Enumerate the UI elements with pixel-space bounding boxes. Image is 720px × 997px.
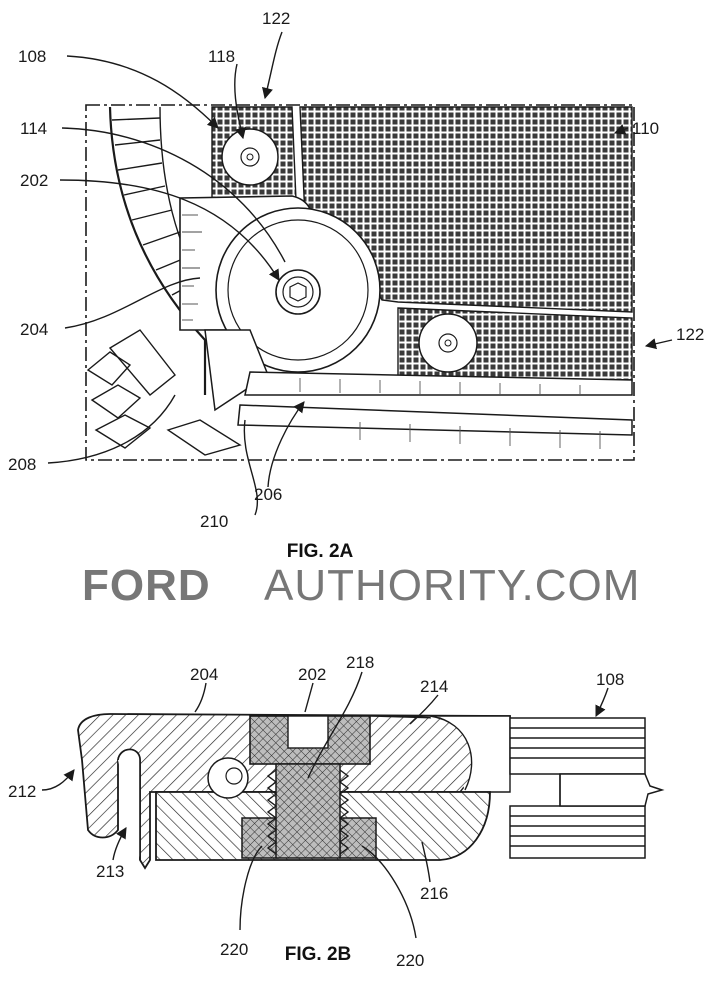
watermark-brand: FORD bbox=[82, 561, 211, 610]
label-114: 114 bbox=[20, 119, 47, 138]
label-2b-214: 214 bbox=[420, 677, 448, 696]
caption-fig-2a: FIG. 2A bbox=[287, 541, 354, 562]
grommet-118 bbox=[222, 129, 278, 185]
label-2b-213: 213 bbox=[96, 862, 124, 881]
label-118: 118 bbox=[208, 47, 235, 66]
label-2b-108: 108 bbox=[596, 670, 624, 689]
grommet-lower bbox=[419, 314, 477, 372]
label-2b-216: 216 bbox=[420, 884, 448, 903]
rail-208 bbox=[238, 405, 632, 435]
label-122-right: 122 bbox=[676, 325, 704, 344]
label-204: 204 bbox=[20, 320, 48, 339]
label-210: 210 bbox=[200, 512, 228, 531]
caption-fig-2b: FIG. 2B bbox=[285, 944, 352, 965]
watermark-domain: AUTHORITY.COM bbox=[264, 561, 640, 610]
label-206: 206 bbox=[254, 485, 282, 504]
label-202: 202 bbox=[20, 171, 48, 190]
washer bbox=[208, 758, 248, 798]
label-208: 208 bbox=[8, 455, 36, 474]
label-108: 108 bbox=[18, 47, 46, 66]
label-110: 110 bbox=[632, 119, 659, 138]
label-122-top: 122 bbox=[262, 9, 290, 28]
hex-socket bbox=[290, 283, 306, 301]
label-2b-220-right: 220 bbox=[396, 951, 424, 970]
label-2b-220-left: 220 bbox=[220, 940, 248, 959]
label-2b-204: 204 bbox=[190, 665, 218, 684]
label-2b-202: 202 bbox=[298, 665, 326, 684]
label-2b-212: 212 bbox=[8, 782, 36, 801]
fastener-shank-218 bbox=[276, 764, 340, 858]
figure-2b: 204 202 218 214 108 212 213 216 220 220 … bbox=[8, 653, 662, 970]
label-2b-218: 218 bbox=[346, 653, 374, 672]
frame-108-section bbox=[510, 718, 662, 858]
watermark: FORD AUTHORITY.COM bbox=[82, 561, 640, 610]
figure-2a: 122 108 118 110 114 202 204 122 208 206 … bbox=[8, 9, 704, 562]
slot-213 bbox=[118, 750, 140, 861]
fastener-socket bbox=[288, 716, 328, 748]
